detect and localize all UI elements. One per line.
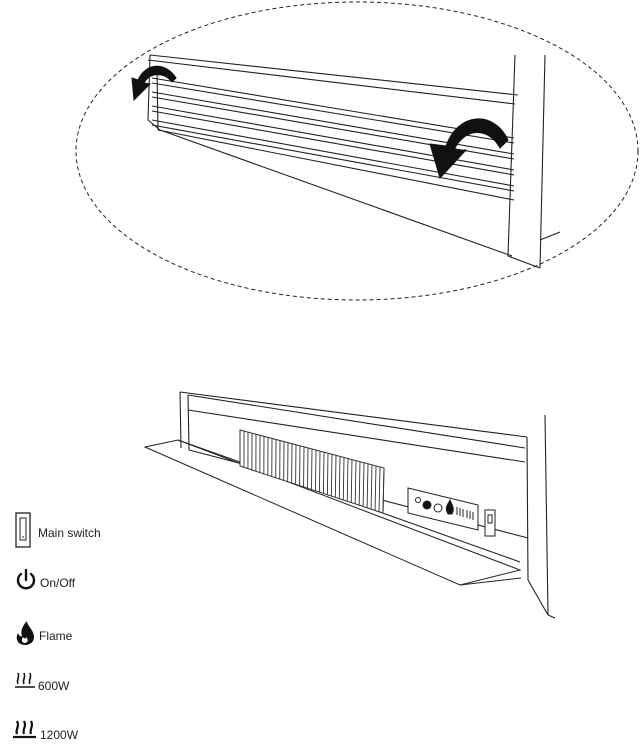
vent-slat xyxy=(318,451,321,493)
heater-top-view xyxy=(147,54,561,269)
vent-slat xyxy=(366,463,369,508)
legend-1200w: 1200W xyxy=(12,716,78,745)
indicator-dot xyxy=(415,497,421,503)
vent-slats xyxy=(239,430,385,514)
vent-slat xyxy=(326,453,329,495)
rocker-switch-icon xyxy=(14,512,32,553)
rotate-arrow-left xyxy=(131,65,177,102)
legend-flame-label: Flame xyxy=(39,628,73,643)
legend-main-switch: Main switch xyxy=(14,512,106,553)
panel-power-dot xyxy=(422,500,432,510)
vent-slat xyxy=(378,466,381,512)
panel-power-icon xyxy=(433,503,443,513)
panel-flame-icon xyxy=(445,498,454,515)
vent-slat xyxy=(382,467,385,514)
vent-slat xyxy=(362,462,365,507)
legend-on-off: On/Off xyxy=(14,568,75,597)
heat-waves-high-icon xyxy=(12,716,38,745)
legend-flame: Flame xyxy=(14,620,72,651)
detail-callout xyxy=(75,1,639,301)
legend-600w-label: 600W xyxy=(38,678,70,693)
vent-slat xyxy=(370,464,373,510)
heater-front-view xyxy=(143,391,556,619)
legend-main-switch-label: Main switch xyxy=(38,525,101,540)
legend-on-off-label: On/Off xyxy=(40,575,76,590)
vent-slat xyxy=(342,457,345,500)
legend-1200w-label: 1200W xyxy=(40,727,79,742)
heat-waves-low-icon xyxy=(14,668,36,695)
rotate-arrow-right xyxy=(429,118,509,179)
power-icon xyxy=(14,568,38,597)
vent-slat xyxy=(350,459,353,503)
vent-slat xyxy=(315,450,317,491)
panel-heat-low-icon xyxy=(456,507,464,517)
vent-slat xyxy=(334,455,337,498)
vent-slat xyxy=(346,458,349,502)
vent-slat xyxy=(358,461,361,506)
detail-ellipse xyxy=(75,1,639,301)
vent-slat xyxy=(311,448,313,490)
vent-slat xyxy=(322,452,325,494)
control-panel xyxy=(407,487,496,537)
flame-icon xyxy=(14,620,36,651)
vent-slat xyxy=(330,454,333,497)
vent-slat xyxy=(374,465,377,511)
legend: Main switch On/Off Flame 600W xyxy=(0,0,130,749)
vent-slat xyxy=(354,460,357,504)
legend-600w: 600W xyxy=(14,668,69,695)
panel-heat-high-icon xyxy=(466,510,474,520)
vent-slat xyxy=(338,456,341,499)
